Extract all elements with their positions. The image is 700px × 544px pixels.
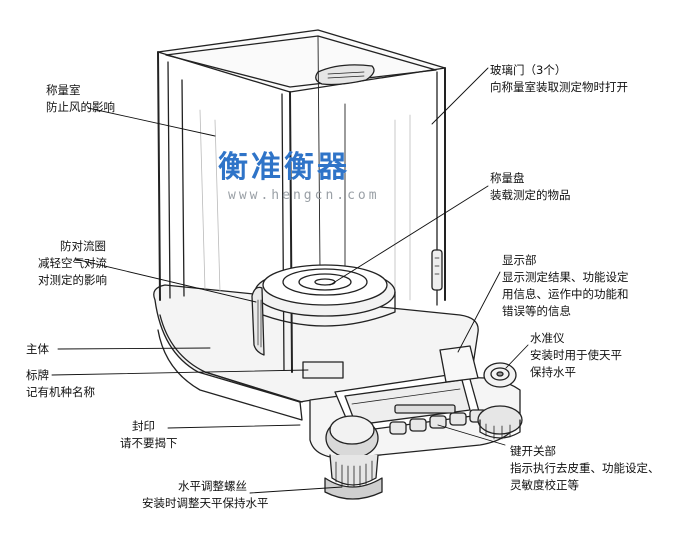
label-main-body-title: 主体: [26, 342, 49, 356]
label-weighing-pan-desc: 装载测定的物品: [490, 188, 571, 202]
label-weighing-pan: 称量盘 装载测定的物品: [490, 170, 571, 204]
label-draft-ring-desc2: 对测定的影响: [38, 273, 107, 287]
label-draft-ring-desc1: 减轻空气对流: [38, 256, 107, 270]
label-level-title: 水准仪: [530, 331, 565, 345]
weighing-pan: [254, 264, 396, 327]
leader-display: [457, 271, 501, 353]
label-level: 水准仪 安装时用于使天平 保持水平: [530, 330, 622, 381]
label-draft-ring: 防对流圈 减轻空气对流 对测定的影响: [38, 238, 107, 289]
label-display-title: 显示部: [502, 253, 537, 267]
watermark-url: www.hengcn.com: [228, 188, 380, 203]
draft-ring: [251, 286, 265, 356]
leader-glass-door: [431, 67, 489, 125]
label-display-desc2: 用信息、运作中的功能和: [502, 287, 629, 301]
label-nameplate-title: 标牌: [26, 368, 49, 382]
label-level-desc2: 保持水平: [530, 365, 576, 379]
leveling-screw: [324, 477, 383, 500]
leader-level: [505, 344, 529, 369]
label-draft-ring-title: 防对流圈: [60, 239, 106, 253]
label-leveling-screw-title: 水平调整螺丝: [178, 479, 247, 493]
label-seal-title: 封印: [132, 419, 155, 433]
label-level-desc1: 安装时用于使天平: [530, 348, 622, 362]
leader-draft-ring: [74, 258, 257, 303]
label-weighing-pan-title: 称量盘: [490, 171, 525, 185]
nameplate: [302, 361, 344, 379]
label-seal-desc: 请不要揭下: [120, 436, 178, 450]
label-glass-door: 玻璃门（3个） 向称量室装取测定物时打开: [490, 62, 628, 96]
label-seal: 封印 请不要揭下: [120, 418, 178, 452]
label-keys-title: 键开关部: [510, 444, 556, 458]
leader-weighing-pan: [329, 185, 489, 286]
leader-nameplate: [51, 369, 309, 376]
label-leveling-screw-desc: 安装时调整天平保持水平: [142, 496, 269, 510]
level-bubble-icon: [483, 362, 517, 388]
label-main-body: 主体: [26, 341, 49, 358]
label-display-desc1: 显示测定结果、功能设定: [502, 270, 629, 284]
leader-seal: [167, 424, 301, 429]
watermark-brand: 衡准衡器: [218, 150, 350, 185]
label-weighing-chamber-desc: 防止风的影响: [46, 100, 115, 114]
label-keys-desc1: 指示执行去皮重、功能设定、: [510, 461, 660, 475]
label-display: 显示部 显示测定结果、功能设定 用信息、运作中的功能和 错误等的信息: [502, 252, 629, 320]
front-foot-right: [477, 405, 523, 440]
front-foot-left: [325, 415, 379, 489]
leader-main-body: [57, 347, 211, 350]
leader-leveling-screw: [249, 486, 343, 494]
leader-weighing-chamber: [87, 107, 216, 137]
key-switches: [389, 404, 487, 435]
leader-lines: [51, 67, 529, 494]
label-keys: 键开关部 指示执行去皮重、功能设定、 灵敏度校正等: [510, 443, 660, 494]
label-leveling-screw: 水平调整螺丝 安装时调整天平保持水平: [142, 478, 269, 512]
label-glass-door-title: 玻璃门（3个）: [490, 63, 567, 77]
leader-keys: [437, 424, 506, 446]
label-display-desc3: 错误等的信息: [502, 304, 571, 318]
weighing-chamber: [157, 29, 446, 373]
label-nameplate-desc: 记有机种名称: [26, 385, 95, 399]
label-weighing-chamber-title: 称量室: [46, 83, 81, 97]
label-glass-door-desc: 向称量室装取测定物时打开: [490, 80, 628, 94]
label-nameplate: 标牌 记有机种名称: [26, 367, 95, 401]
label-weighing-chamber: 称量室 防止风的影响: [46, 82, 115, 116]
label-keys-desc2: 灵敏度校正等: [510, 478, 579, 492]
